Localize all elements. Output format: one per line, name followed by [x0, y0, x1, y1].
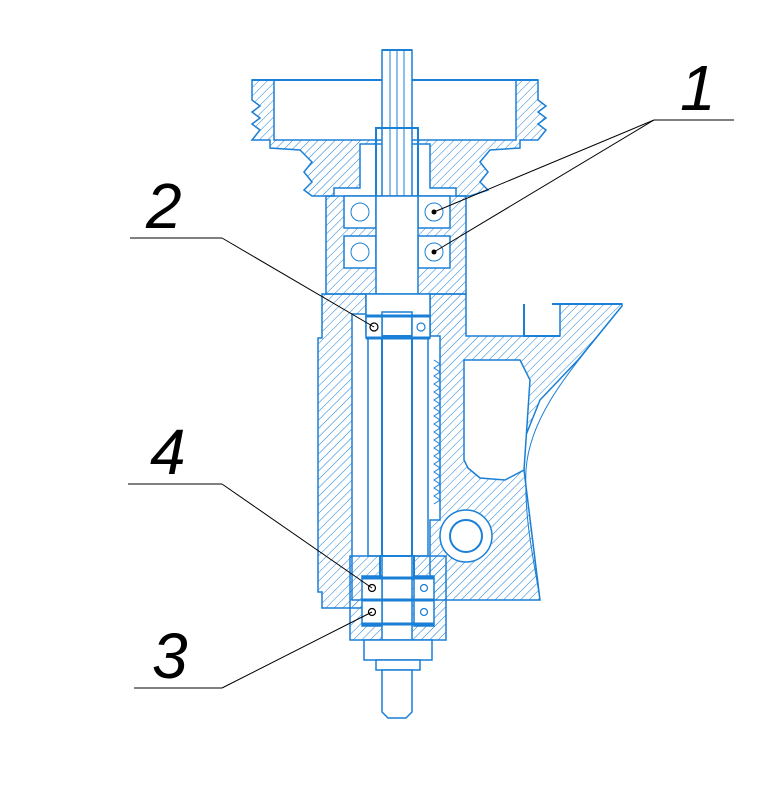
leader-4	[221, 483, 373, 589]
lower-bearing-assembly	[349, 555, 447, 719]
leader-1-b	[433, 119, 655, 253]
callout-1: 1	[680, 52, 716, 124]
upper-bearing-housing	[325, 195, 467, 295]
leader-3	[221, 611, 373, 689]
leader-lines	[128, 119, 734, 689]
bearing-2	[365, 314, 431, 340]
callout-4: 4	[150, 416, 186, 488]
main-body	[317, 293, 623, 609]
leader-1-a	[433, 119, 655, 213]
callout-2: 2	[145, 170, 182, 242]
callout-labels: 1 2 4 3	[145, 52, 716, 692]
callout-3: 3	[152, 620, 188, 692]
inner-shaft	[365, 293, 441, 557]
leader-2	[221, 237, 375, 328]
